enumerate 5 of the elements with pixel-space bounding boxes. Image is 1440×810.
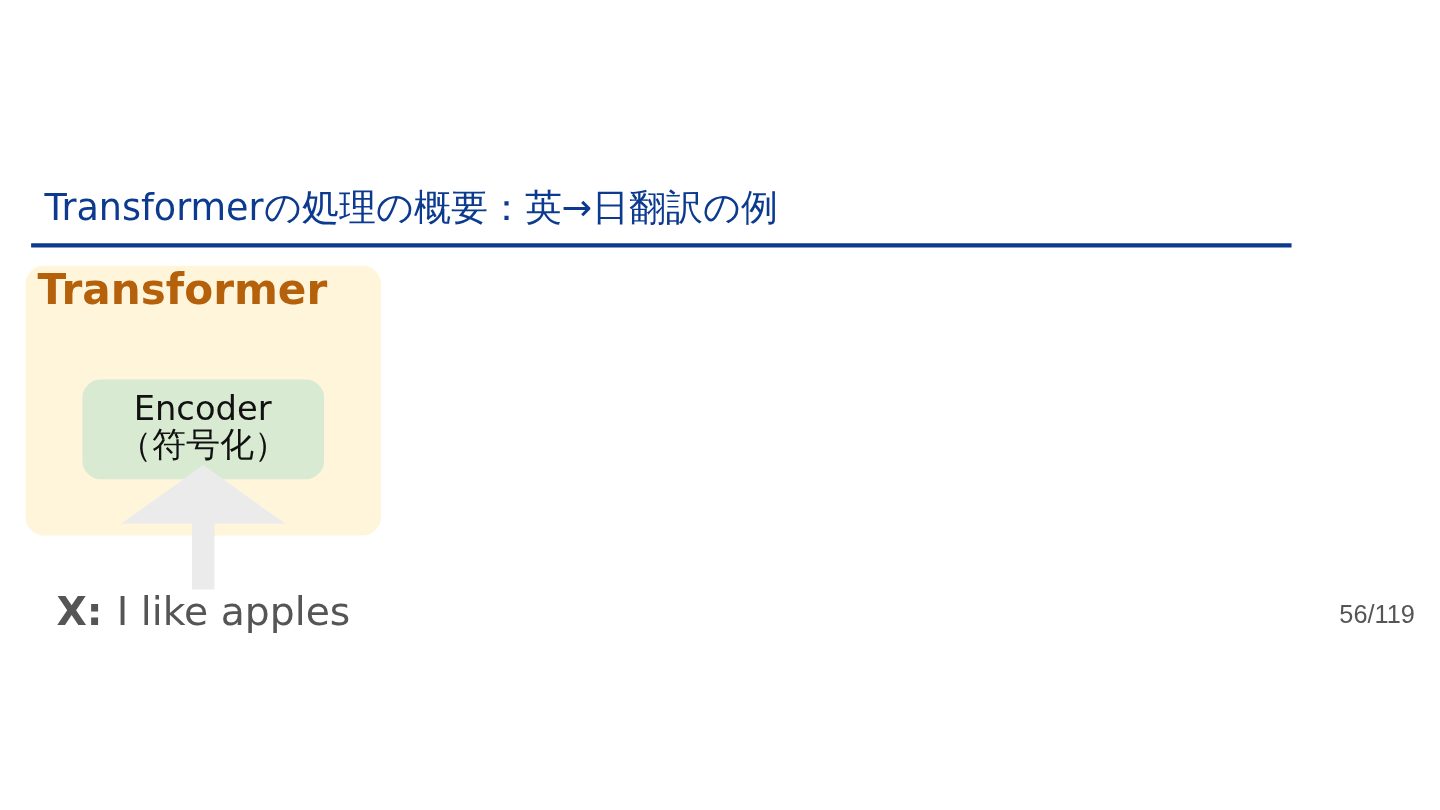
node-text: X: I like apples [56, 587, 351, 634]
arrow [120, 464, 286, 589]
label: 56/119 [1339, 599, 1415, 628]
diagram-title: Transformerの処理の概要：英→日翻訳の例 [44, 185, 779, 229]
node-box: Encoder （符号化） [82, 379, 325, 479]
